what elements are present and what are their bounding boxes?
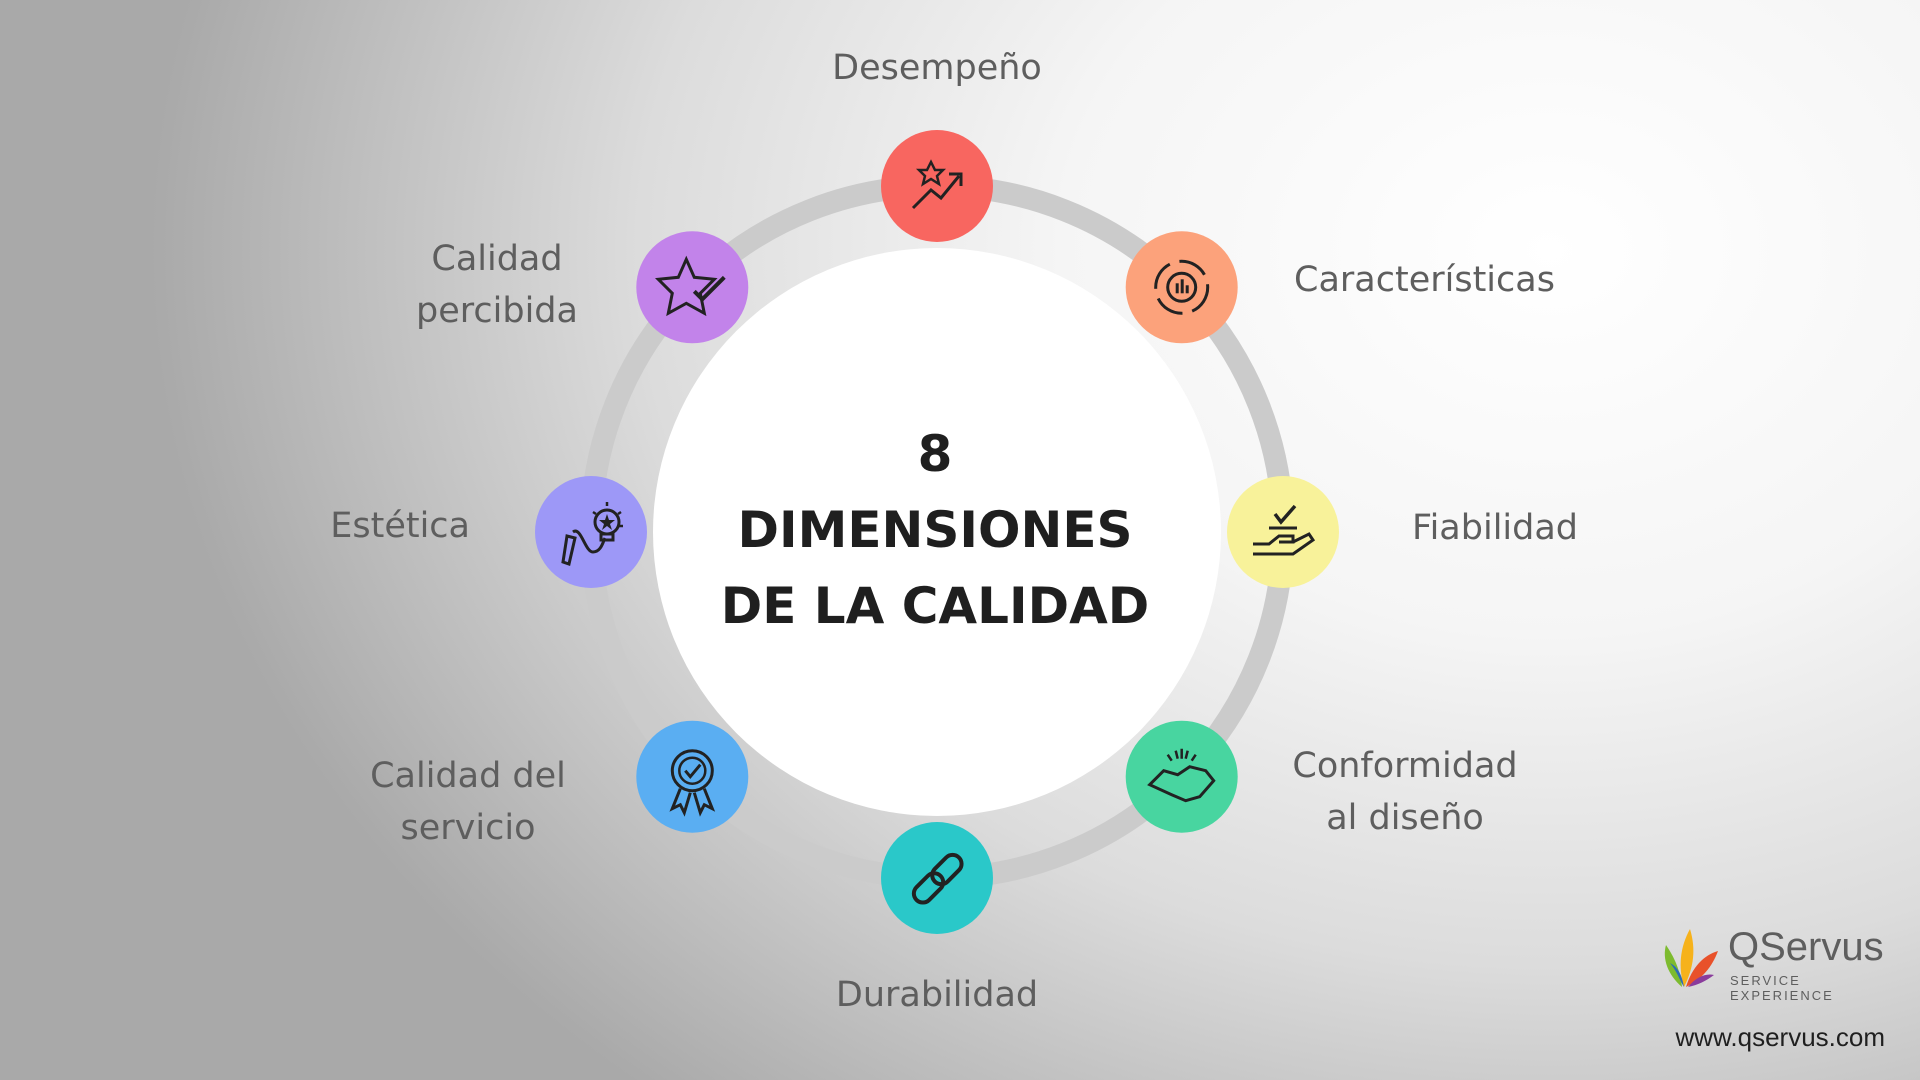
dimension-node-circle [881, 130, 993, 242]
website-link[interactable]: www.qservus.com [1675, 1022, 1886, 1052]
label-conformidad: Conformidad al diseño [1292, 746, 1518, 838]
dimension-node-1 [881, 130, 993, 242]
dimension-node-2 [1125, 231, 1238, 344]
center-disc [653, 248, 1221, 816]
handshake-icon [1147, 748, 1216, 803]
dimension-node-circle [636, 720, 749, 833]
chain-link-icon [911, 852, 964, 905]
title-line-3: DE LA CALIDAD [720, 577, 1150, 635]
label-estetica: Estética [330, 506, 470, 546]
label-calidad-percibida: Calidad percibida [416, 239, 578, 331]
dimension-node-6 [636, 720, 749, 833]
center-title: 8 DIMENSIONES DE LA CALIDAD [721, 416, 1150, 644]
gear-cycle-icon [1154, 259, 1210, 315]
title-number: 8 [917, 425, 953, 483]
award-ribbon-icon [669, 749, 716, 817]
dimension-node-8 [636, 231, 749, 344]
qservus-logo: QServus SERVICE EXPERIENCE [1648, 915, 1898, 1005]
dimension-node-circle [535, 476, 647, 588]
qservus-bird-logo-icon [1664, 929, 1718, 987]
label-fiabilidad: Fiabilidad [1412, 508, 1579, 548]
star-check-icon [655, 255, 726, 317]
brand-name: QServus [1728, 925, 1884, 969]
dimension-node-4 [1125, 720, 1238, 833]
label-durabilidad: Durabilidad [835, 975, 1039, 1015]
brand-tagline: SERVICE EXPERIENCE [1730, 973, 1834, 1003]
growth-arrow-icon [911, 159, 963, 210]
dimension-node-circle [1125, 720, 1238, 833]
pencil-bulb-icon [561, 502, 623, 566]
dimension-node-3 [1227, 476, 1339, 588]
dimension-node-circle [1227, 476, 1339, 588]
dimension-node-circle [636, 231, 749, 344]
hand-check-icon [1253, 504, 1316, 556]
title-line-2: DIMENSIONES [737, 501, 1133, 559]
label-caracteristicas: Características [1294, 260, 1555, 300]
label-calidad-servicio: Calidad del servicio [370, 756, 566, 848]
dimension-node-5 [881, 822, 993, 934]
dimension-node-7 [535, 476, 647, 588]
dimension-node-circle [881, 822, 993, 934]
label-desempeno: Desempeño [832, 48, 1042, 88]
